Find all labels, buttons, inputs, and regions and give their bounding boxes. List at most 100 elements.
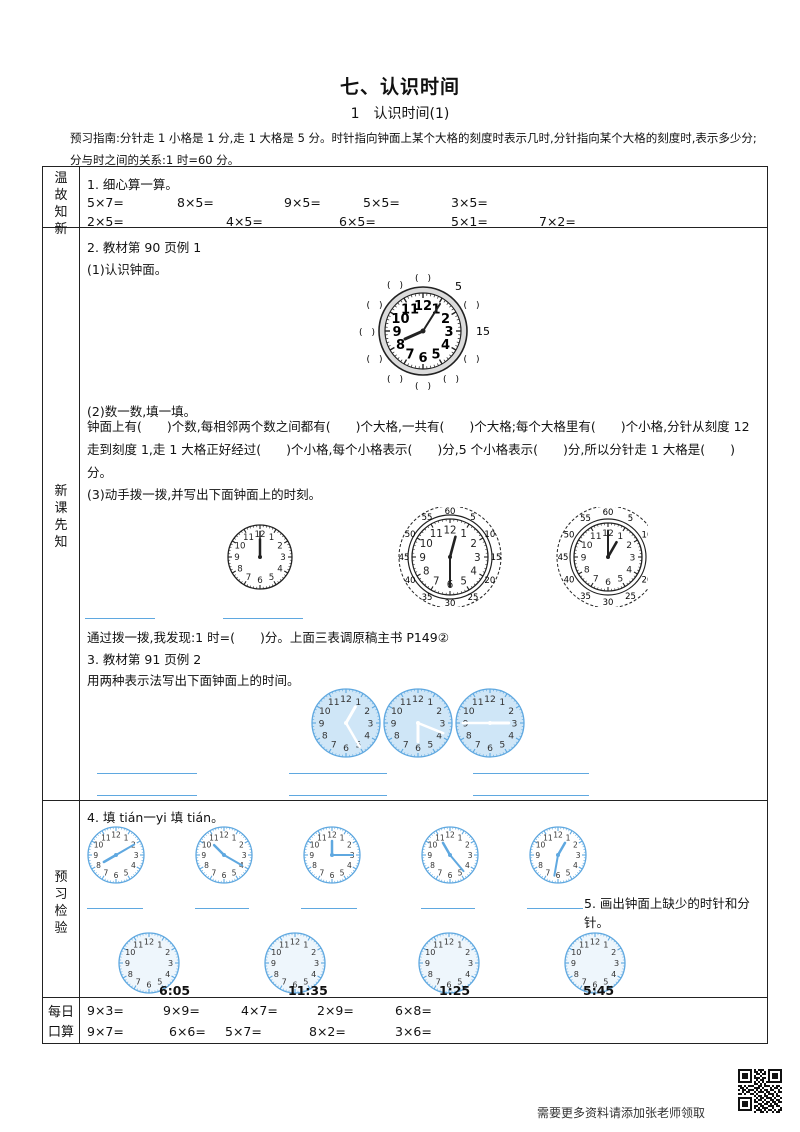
clock-number: 8 xyxy=(322,731,328,742)
clock-tick xyxy=(433,875,435,878)
answer-line[interactable] xyxy=(301,908,357,909)
answer-line[interactable] xyxy=(85,618,155,619)
calc-item: 5×7= xyxy=(87,195,124,210)
clock-tick xyxy=(343,830,347,835)
clock-number: 5 xyxy=(232,868,237,877)
answer-line[interactable] xyxy=(473,773,589,774)
clock-number: 6 xyxy=(605,577,611,588)
clock-number: 7 xyxy=(136,977,141,987)
clock-tick xyxy=(439,989,441,992)
qr-module xyxy=(774,1103,776,1105)
qr-module xyxy=(748,1089,750,1091)
blank-parentheses[interactable]: ( ) xyxy=(415,382,431,391)
clock-tick xyxy=(464,522,466,525)
clock-tick xyxy=(484,544,487,547)
clock-number: 1 xyxy=(355,697,361,708)
clock-number: 1 xyxy=(232,833,237,842)
clock-tick xyxy=(466,586,470,591)
clock-tick xyxy=(611,985,613,988)
clock-tick xyxy=(93,838,96,840)
answer-line[interactable] xyxy=(289,773,387,774)
clock-number: 12 xyxy=(590,936,600,946)
blank-parentheses[interactable]: ( ) xyxy=(463,301,479,311)
qr-module xyxy=(756,1101,758,1103)
clock-number: 5 xyxy=(303,977,308,987)
clock-tick xyxy=(126,981,129,984)
blank-parentheses[interactable]: ( ) xyxy=(366,301,382,311)
clock-number: 12 xyxy=(553,831,563,840)
clock-tick xyxy=(573,832,575,835)
answer-line[interactable] xyxy=(421,908,475,909)
clock-tick xyxy=(197,862,200,864)
clock-tick xyxy=(320,974,323,976)
clock-number: 5 xyxy=(603,977,608,987)
label-char: 预 xyxy=(54,870,68,885)
clock-tick xyxy=(416,573,421,577)
clock-tick xyxy=(358,752,361,755)
clock-tick xyxy=(568,947,573,951)
label-char: 先 xyxy=(54,518,68,533)
qr-module xyxy=(738,1101,740,1103)
clock-tick xyxy=(469,942,472,945)
clock-tick xyxy=(136,870,139,872)
clock-tick xyxy=(243,580,247,585)
blank-parentheses[interactable]: ( ) xyxy=(359,328,375,338)
clock-tick xyxy=(328,748,332,753)
clock-number: 10 xyxy=(420,538,433,550)
clock-tick xyxy=(606,988,608,991)
label-char: 口算 xyxy=(47,1025,74,1040)
clock-tick xyxy=(443,359,446,362)
clock-tick xyxy=(471,975,476,979)
qr-module xyxy=(762,1079,764,1081)
clock-number: 8 xyxy=(428,969,433,979)
clock-number: 8 xyxy=(237,565,243,575)
clock-number: 3 xyxy=(614,958,619,968)
answer-line[interactable] xyxy=(87,908,143,909)
clock-number: 11 xyxy=(401,302,419,317)
clock-tick xyxy=(478,577,481,580)
answer-line[interactable] xyxy=(97,773,197,774)
answer-line[interactable] xyxy=(223,618,303,619)
qr-module xyxy=(746,1087,748,1089)
clock-tick xyxy=(432,748,436,753)
answer-line[interactable] xyxy=(195,908,249,909)
clock-tick xyxy=(410,294,413,298)
clock-tick xyxy=(123,879,125,882)
clock-tick xyxy=(371,741,374,744)
clock-tick xyxy=(471,945,474,947)
blank-parentheses[interactable]: ( ) xyxy=(443,375,459,385)
blank-parentheses[interactable]: ( ) xyxy=(387,375,403,385)
blank-parentheses[interactable]: ( ) xyxy=(463,355,479,365)
blank-parentheses[interactable]: ( ) xyxy=(387,281,403,291)
qr-module xyxy=(746,1105,748,1107)
blank-parentheses[interactable]: ( ) xyxy=(415,274,431,284)
qr-module xyxy=(774,1073,776,1075)
qr-module xyxy=(744,1093,746,1095)
clock-tick xyxy=(351,872,354,874)
clock-tick xyxy=(471,979,474,981)
clock-number: 11 xyxy=(133,939,143,949)
clock-tick xyxy=(474,846,477,848)
answer-line[interactable] xyxy=(289,795,387,796)
qr-module xyxy=(750,1101,752,1103)
blank-parentheses[interactable]: ( ) xyxy=(366,355,382,365)
hour-hand xyxy=(102,853,118,864)
clock-tick xyxy=(427,585,430,588)
clock-tick xyxy=(415,571,418,573)
answer-line[interactable] xyxy=(527,908,583,909)
clock-tick xyxy=(161,936,165,941)
clock-tick xyxy=(536,872,539,874)
clock-tick xyxy=(355,843,358,845)
clock-tick xyxy=(342,829,344,832)
clock-number: 4 xyxy=(611,969,616,979)
qr-module xyxy=(754,1077,756,1079)
answer-line[interactable] xyxy=(473,795,589,796)
answer-line[interactable] xyxy=(97,795,197,796)
clock-tick xyxy=(466,523,470,528)
qr-module xyxy=(766,1101,768,1103)
qr-module xyxy=(738,1089,740,1091)
clock-number: 3 xyxy=(576,851,581,860)
clock-tick xyxy=(239,875,241,878)
clock-tick xyxy=(482,571,485,573)
qr-module xyxy=(750,1081,752,1083)
